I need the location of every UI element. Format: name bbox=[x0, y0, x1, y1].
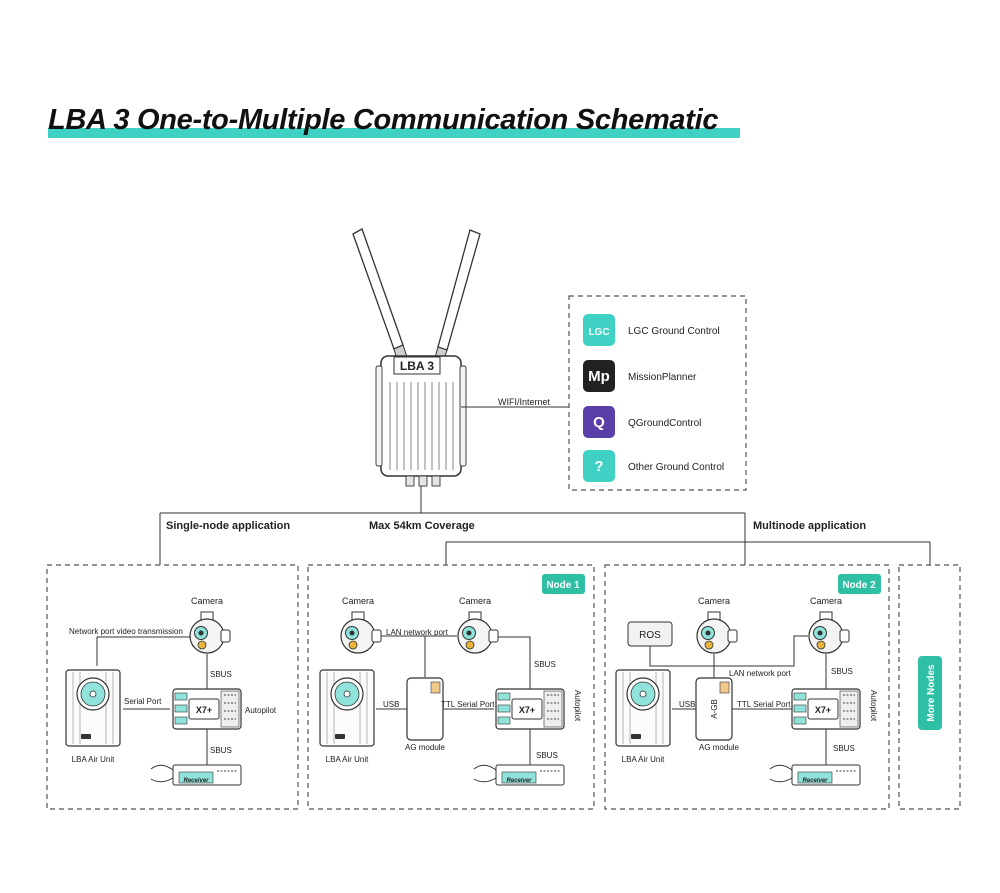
single-node-label: Single-node application bbox=[166, 520, 290, 532]
lgc-logo-icon: LGC bbox=[583, 314, 615, 346]
node2-content: Node 2 ROS Camera Camera LAN network por… bbox=[615, 574, 881, 786]
multinode-label: Multinode application bbox=[753, 520, 866, 532]
connector-ports bbox=[405, 475, 441, 487]
ag-module-icon bbox=[406, 677, 444, 741]
app-icon-text: Mp bbox=[588, 368, 610, 385]
receiver-label: Receiver bbox=[802, 778, 828, 784]
fc-mark: X7+ bbox=[815, 705, 831, 715]
missionplanner-logo-icon: Mp bbox=[583, 360, 615, 392]
usb-label: USB bbox=[679, 700, 695, 709]
title-underline bbox=[48, 128, 740, 138]
node1-badge bbox=[542, 574, 585, 594]
sbus-top-label: SBUS bbox=[534, 660, 556, 669]
single-node-panel bbox=[46, 564, 299, 810]
more-nodes-panel bbox=[898, 564, 961, 810]
app-icon-text: LGC bbox=[588, 327, 609, 338]
camera-label: Camera bbox=[191, 596, 223, 606]
camera-right-icon bbox=[808, 611, 850, 654]
antenna-left-icon bbox=[352, 228, 409, 364]
autopilot-label: Autopilot bbox=[869, 690, 878, 722]
question-icon: ? bbox=[583, 450, 615, 482]
qgroundcontrol-logo-icon: Q bbox=[583, 406, 615, 438]
lan-label: LAN network port bbox=[386, 628, 449, 637]
ground-control-label: LGC Ground Control bbox=[628, 326, 720, 337]
ttl-label: TTL Serial Port bbox=[737, 700, 791, 709]
ag-module-label: AG module bbox=[699, 743, 740, 752]
lan-label: LAN network port bbox=[729, 669, 792, 678]
fc-mark: X7+ bbox=[519, 705, 535, 715]
sbus-bottom-label: SBUS bbox=[536, 751, 558, 760]
ground-control-item: Mp MissionPlanner bbox=[583, 360, 697, 392]
ground-control-label: Other Ground Control bbox=[628, 462, 724, 473]
wifi-link-label: WIFI/Internet bbox=[498, 397, 551, 407]
air-unit-label: LBA Air Unit bbox=[72, 755, 115, 764]
serial-port-label: Serial Port bbox=[124, 697, 162, 706]
node1-badge-label: Node 1 bbox=[546, 580, 580, 591]
camera-left-icon bbox=[696, 611, 738, 654]
app-icon-text: ? bbox=[594, 458, 603, 475]
ros-label: ROS bbox=[639, 630, 661, 641]
ground-control-label: MissionPlanner bbox=[628, 372, 697, 383]
air-unit-icon bbox=[615, 669, 671, 747]
page-title: LBA 3 One-to-Multiple Communication Sche… bbox=[48, 104, 719, 136]
sbus-top-label: SBUS bbox=[210, 670, 232, 679]
camera-left-icon bbox=[340, 611, 382, 654]
ros-box bbox=[627, 621, 673, 647]
ground-station-label: LBA 3 bbox=[400, 359, 435, 373]
ground-control-label: QGroundControl bbox=[628, 418, 701, 429]
autopilot-label: Autopilot bbox=[573, 690, 582, 722]
video-link-label: Network port video transmission bbox=[69, 627, 183, 636]
ground-control-item: Q QGroundControl bbox=[583, 406, 701, 438]
camera-icon bbox=[189, 611, 231, 654]
coverage-label: Max 54km Coverage bbox=[369, 520, 475, 532]
app-icon-text: Q bbox=[593, 414, 605, 431]
camera-left-label: Camera bbox=[342, 596, 374, 606]
receiver-label: Receiver bbox=[183, 778, 209, 784]
node2-badge bbox=[838, 574, 881, 594]
single-node-content: Camera Network port video transmission S… bbox=[65, 596, 277, 786]
ground-control-panel bbox=[568, 295, 747, 491]
sbus-top-label: SBUS bbox=[831, 667, 853, 676]
air-unit-label: LBA Air Unit bbox=[326, 755, 369, 764]
node1-panel bbox=[307, 564, 595, 810]
more-nodes-badge bbox=[918, 656, 942, 730]
distribution-lines bbox=[159, 486, 931, 565]
lba3-ground-station: LBA 3 bbox=[352, 228, 481, 487]
ground-control-item: ? Other Ground Control bbox=[583, 450, 724, 482]
ttl-label: TTL Serial Port bbox=[441, 700, 495, 709]
camera-right-label: Camera bbox=[459, 596, 491, 606]
more-nodes-label: More Nodes bbox=[926, 664, 937, 722]
fc-mark: X7+ bbox=[196, 705, 212, 715]
usb-label: USB bbox=[383, 700, 399, 709]
antenna-right-icon bbox=[433, 229, 481, 364]
camera-left-label: Camera bbox=[698, 596, 730, 606]
ground-control-item: LGC LGC Ground Control bbox=[583, 314, 720, 346]
sbus-bottom-label: SBUS bbox=[210, 746, 232, 755]
camera-right-label: Camera bbox=[810, 596, 842, 606]
sbus-bottom-label: SBUS bbox=[833, 744, 855, 753]
air-unit-icon bbox=[65, 669, 121, 747]
receiver-label: Receiver bbox=[506, 778, 532, 784]
camera-right-icon bbox=[457, 611, 499, 654]
autopilot-label: Autopilot bbox=[245, 706, 277, 715]
air-unit-icon bbox=[319, 669, 375, 747]
title-block: LBA 3 One-to-Multiple Communication Sche… bbox=[48, 104, 740, 138]
ag-module-mark: A-GB bbox=[710, 699, 719, 719]
air-unit-label: LBA Air Unit bbox=[622, 755, 665, 764]
node2-panel bbox=[604, 564, 890, 810]
ag-module-label: AG module bbox=[405, 743, 446, 752]
node1-content: Node 1 Camera Camera LAN network port SB… bbox=[319, 574, 585, 786]
node2-badge-label: Node 2 bbox=[842, 580, 876, 591]
